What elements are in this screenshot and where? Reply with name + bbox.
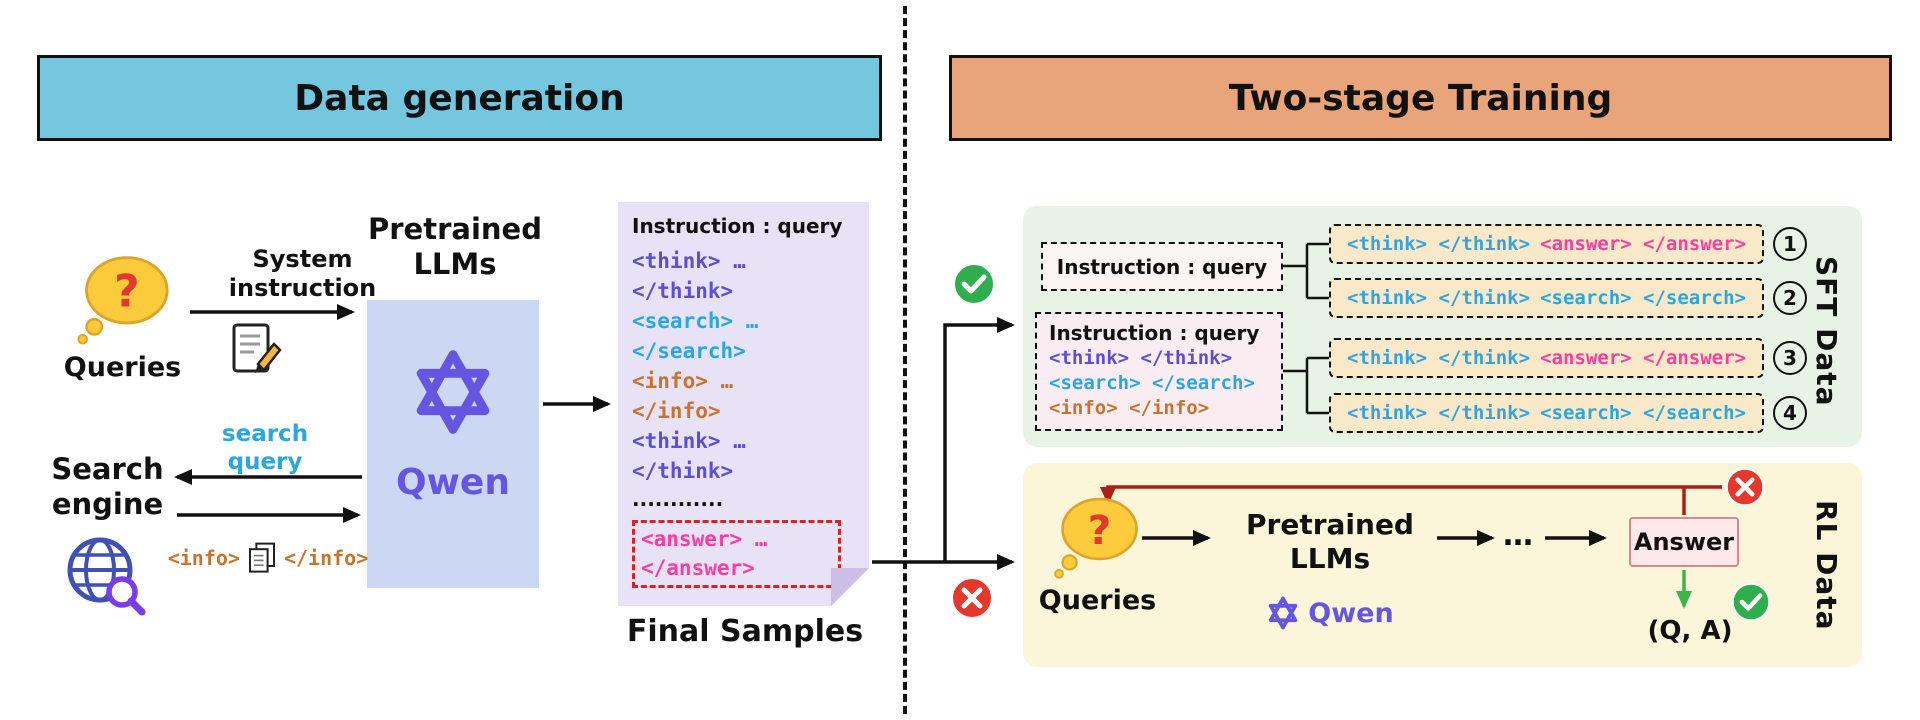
rl-queries-thought-bubble-icon: ? <box>1054 497 1138 579</box>
rl-qwen-logo-icon <box>1269 596 1298 630</box>
sft-data-side-label: SFT Data <box>1810 256 1843 407</box>
rl-ellipsis: … <box>1503 518 1533 553</box>
pretrained-line2: LLMs <box>413 247 497 282</box>
final-samples-panel: Instruction : query <think> … </think> <… <box>618 202 869 606</box>
pretrained-llm-box <box>367 300 539 588</box>
rl-pretrained-line1: Pretrained <box>1246 508 1414 541</box>
search-query-line2: query <box>227 449 303 476</box>
sample-tag-line: <search> … <box>632 309 759 333</box>
row-tail-tags: <answer> </answer> <box>1540 347 1746 369</box>
rl-answer-box: Answer <box>1629 517 1739 567</box>
data-generation-header: Data generation <box>37 55 882 141</box>
sample-tag-line: <info> … <box>632 369 734 393</box>
pretrained-llms-label: Pretrained LLMs <box>350 212 560 283</box>
row-tail-tags: <search> </search> <box>1540 287 1746 309</box>
sft-sample-row-4: <think> </think> <search> </search> <box>1329 393 1764 433</box>
sample-tag-line: <think> … <box>632 249 746 273</box>
row-think-tags: <think> </think> <box>1347 287 1531 309</box>
page-fold <box>831 568 869 606</box>
sample-tag-line: </search> <box>632 339 746 363</box>
check-circle-icon <box>953 263 995 305</box>
sft-instruction2-title: Instruction : query <box>1049 321 1260 345</box>
sft-sample-row-2: <think> </think> <search> </search> <box>1329 278 1764 318</box>
sample-ellipsis: ............ <box>632 487 724 511</box>
docs-icon <box>248 542 275 573</box>
system-instruction-line1: System <box>252 245 353 273</box>
sft-instruction2-tag: <think> </think> <box>1049 347 1233 369</box>
search-engine-label: Search engine <box>25 452 190 523</box>
pretrained-line1: Pretrained <box>368 212 542 246</box>
sft-instruction-box-2: Instruction : query <think> </think> <se… <box>1035 312 1283 431</box>
rl-pretrained-line2: LLMs <box>1289 542 1371 576</box>
system-instruction-label: System instruction <box>195 245 410 304</box>
rl-correct-check-icon <box>1731 582 1771 622</box>
sft-sample-row-1: <think> </think> <answer> </answer> <box>1329 224 1764 264</box>
row-think-tags: <think> </think> <box>1347 347 1531 369</box>
circled-number-2: 2 <box>1773 281 1807 315</box>
rl-pretrained-llms-label: Pretrained LLMs <box>1230 508 1430 576</box>
sample-tag-line: </think> <box>632 459 734 483</box>
row-think-tags: <think> </think> <box>1347 233 1531 255</box>
info-open-tag: <info> <box>167 546 240 570</box>
globe-search-icon <box>67 537 146 616</box>
answer-highlight-box: <answer> … </answer> <box>632 520 841 588</box>
qa-pair-label: (Q, A) <box>1647 616 1733 646</box>
row-think-tags: <think> </think> <box>1347 402 1531 424</box>
sample-tag-line: </think> <box>632 279 734 303</box>
circled-number-1: 1 <box>1773 227 1807 261</box>
sample-answer-close: </answer> <box>641 556 755 580</box>
info-tags-row: <info> </info> <box>158 540 378 576</box>
search-query-line1: search <box>221 421 309 447</box>
circled-number-4: 4 <box>1773 396 1807 430</box>
queries-label: Queries <box>63 352 182 383</box>
final-samples-caption: Final Samples <box>626 614 864 649</box>
rl-data-side-label: RL Data <box>1810 500 1843 631</box>
rl-qwen-row: Qwen <box>1245 596 1415 630</box>
search-engine-line2: engine <box>51 487 164 522</box>
rl-qwen-wordmark: Qwen <box>1308 597 1394 629</box>
row-tail-tags: <search> </search> <box>1540 402 1746 424</box>
sft-instruction2-tag: <info> </info> <box>1049 397 1210 419</box>
sft-sample-row-3: <think> </think> <answer> </answer> <box>1329 338 1764 378</box>
search-query-label: search query <box>195 420 335 476</box>
section-divider <box>903 6 907 714</box>
row-tail-tags: <answer> </answer> <box>1540 233 1746 255</box>
two-stage-training-header: Two-stage Training <box>949 55 1892 141</box>
sample-tag-line: </info> <box>632 399 721 423</box>
system-instruction-line2: instruction <box>228 274 377 303</box>
svg-text:?: ? <box>114 267 140 318</box>
circled-number-3: 3 <box>1773 341 1807 375</box>
svg-text:?: ? <box>1088 506 1111 554</box>
sample-answer-open: <answer> … <box>641 527 768 551</box>
qwen-wordmark: Qwen <box>396 462 510 503</box>
sample-tag-line: <think> … <box>632 429 746 453</box>
search-engine-line1: Search <box>51 452 164 486</box>
queries-thought-bubble-icon: ? <box>77 256 169 345</box>
qwen-logo-icon <box>416 350 490 434</box>
memo-icon <box>232 323 282 373</box>
rl-queries-label: Queries <box>1038 585 1157 616</box>
sft-instruction2-tag: <search> </search> <box>1049 372 1255 394</box>
sample-instruction-line: Instruction : query <box>632 214 843 238</box>
rl-wrong-cross-icon <box>1725 467 1765 507</box>
sft-instruction-box-1: Instruction : query <box>1041 242 1283 291</box>
info-close-tag: </info> <box>283 546 369 570</box>
cross-circle-icon <box>951 577 993 619</box>
